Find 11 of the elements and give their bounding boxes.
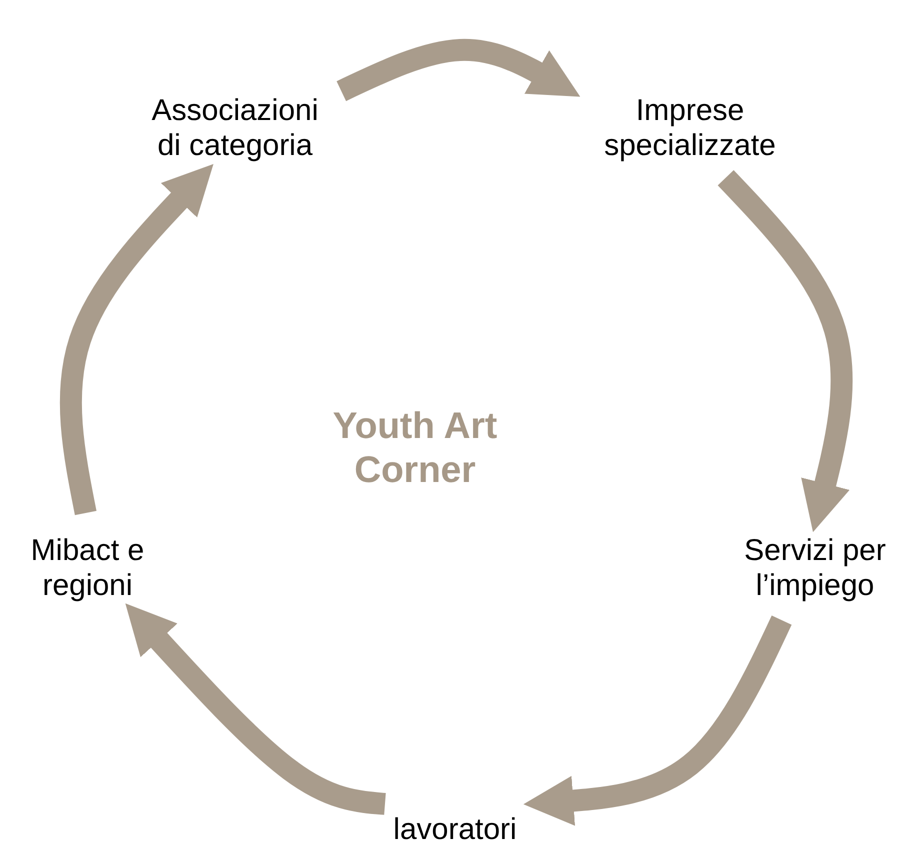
curved-arrow (125, 603, 386, 815)
center-title: Youth Art Corner (332, 404, 498, 492)
node-label: lavoratori (393, 812, 517, 846)
node-label: Associazioni di categoria (150, 93, 320, 163)
curved-arrow (523, 615, 792, 826)
curved-arrow (718, 170, 853, 532)
node-label: Servizi per l’impiego (743, 532, 887, 602)
curved-arrow (60, 164, 214, 516)
node-label: Mibact e regioni (30, 532, 146, 602)
node-label: Imprese specializzate (603, 93, 777, 163)
curved-arrow (336, 39, 580, 102)
